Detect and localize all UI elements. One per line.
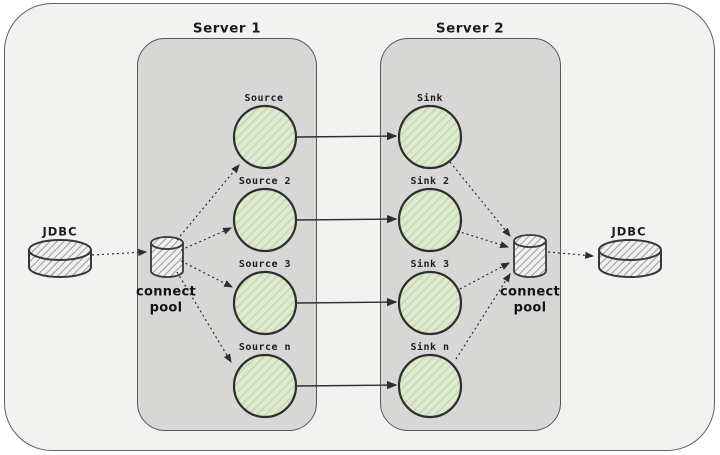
arrow-sourcen-to-sinkn: [296, 380, 398, 390]
source-2-circle: [232, 187, 298, 253]
source-node-circles: [232, 104, 298, 419]
source-2-label: Source 2: [238, 176, 292, 187]
arrow-source3-to-sink3: [296, 297, 398, 307]
arrow-sink3-to-pool: [459, 262, 511, 290]
arrow-pool-to-jdbc-right: [547, 251, 595, 259]
arrow-source2-to-sink2: [296, 214, 398, 224]
connect-pool-left-icon: [150, 236, 184, 278]
arrow-jdbc-to-pool-left: [91, 248, 148, 257]
sink-n-label: Sink n: [410, 342, 450, 353]
jdbc-database-right-icon: [598, 239, 662, 278]
sink-3-circle: [397, 270, 463, 336]
connect-pool-left-label-line1: connect: [136, 284, 196, 300]
connect-pool-right-label-line2: pool: [513, 300, 547, 316]
jdbc-database-left-icon: [28, 239, 92, 278]
source-3-label: Source 3: [238, 259, 292, 270]
server2-title: Server 2: [435, 20, 505, 37]
arrow-pool-to-source2: [180, 227, 233, 251]
sink-2-label: Sink 2: [410, 176, 450, 187]
sink-1-label: Sink: [416, 93, 444, 104]
outer-boundary-box: [4, 3, 715, 451]
sink-2-circle: [397, 187, 463, 253]
sink-1-circle: [397, 104, 463, 170]
arrow-pool-to-source3: [180, 260, 234, 288]
sink-3-label: Sink 3: [410, 259, 450, 270]
connect-pool-left-label-line2: pool: [149, 300, 183, 316]
connect-pool-right-label-line1: connect: [500, 284, 560, 300]
arrow-pool-to-source1: [176, 164, 240, 241]
jdbc-right-label: JDBC: [611, 224, 647, 239]
source-1-circle: [232, 104, 298, 170]
arrow-source1-to-sink1: [296, 131, 398, 141]
dashed-connection-arrows: [91, 161, 595, 364]
sink-node-circles: [397, 104, 463, 419]
connect-pool-right-icon: [513, 234, 547, 278]
source-n-label: Source n: [238, 342, 292, 353]
source-3-circle: [232, 270, 298, 336]
source-1-label: Source: [244, 93, 284, 104]
solid-source-sink-arrows: [296, 131, 398, 390]
sink-n-circle: [397, 353, 463, 419]
arrow-sink2-to-pool: [456, 230, 510, 249]
jdbc-left-label: JDBC: [42, 224, 78, 239]
server1-title: Server 1: [192, 20, 262, 37]
arrow-sink1-to-pool: [449, 161, 511, 237]
arrow-sinkn-to-pool: [455, 272, 511, 360]
source-n-circle: [232, 353, 298, 419]
